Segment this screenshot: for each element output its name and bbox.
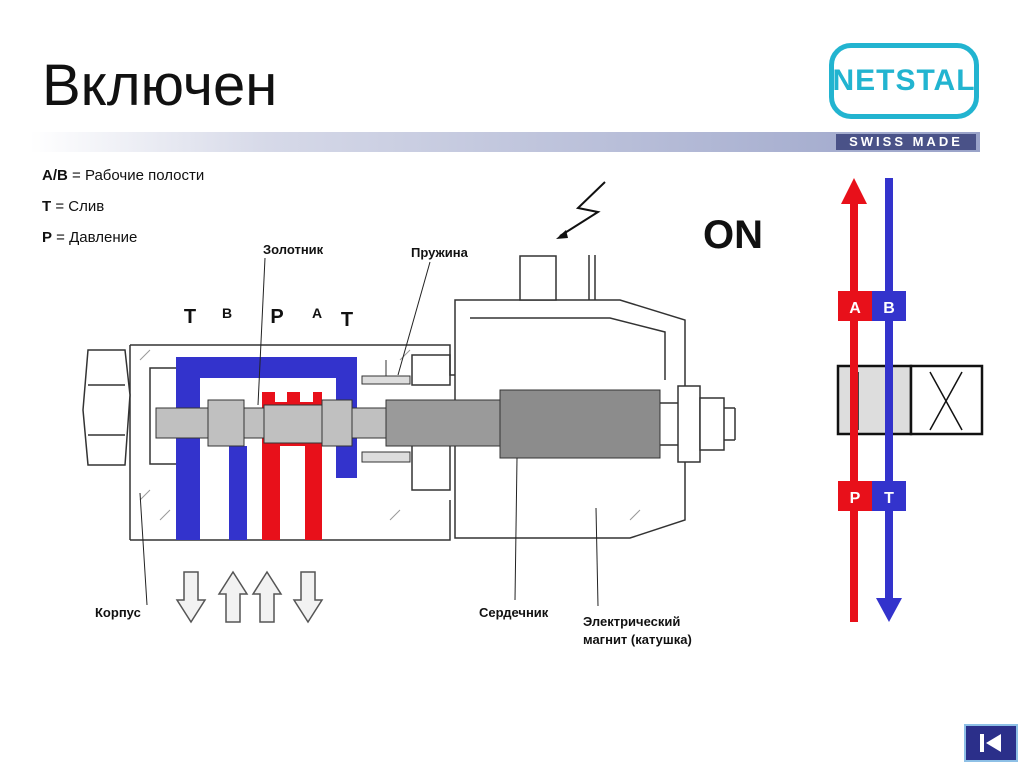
netstal-logo: NETSTAL [829, 43, 979, 119]
pressure-arrow-head [841, 178, 867, 204]
core [499, 389, 661, 459]
arrow-down-t-left [175, 571, 207, 624]
header-bar [30, 132, 980, 152]
brand-name: NETSTAL [832, 64, 976, 97]
spool [155, 399, 387, 447]
hydraulic-symbol: A B P T [836, 178, 984, 622]
port-box-p [838, 481, 872, 511]
legend-item-p: P = Давление [42, 229, 138, 246]
lightning-icon [559, 181, 606, 237]
legend-item-t: T = Слив [42, 198, 105, 215]
tank-channels [176, 357, 357, 540]
slide-title: Включен [42, 53, 278, 118]
arrow-down-t-right [292, 571, 324, 624]
plunger [385, 399, 507, 447]
state-label: ON [703, 213, 763, 257]
port-label-a: A [312, 305, 322, 321]
port-label-p: P [270, 306, 283, 328]
spring [361, 360, 411, 463]
label-core: Сердечник [479, 605, 549, 620]
label-coil-line2: магнит (катушка) [583, 632, 692, 647]
skip-back-icon [980, 734, 1001, 752]
legend-item-ab: A/B = Рабочие полости [42, 167, 205, 184]
port-label-t-left: T [184, 306, 196, 328]
symbol-label-p: P [850, 490, 861, 507]
leader-lines [139, 257, 599, 607]
label-spring: Пружина [411, 245, 468, 260]
port-box-a [838, 291, 872, 321]
nav-first-slide-button[interactable] [964, 724, 1018, 762]
label-coil-line1: Электрический [583, 614, 681, 629]
arrow-up-p [251, 570, 283, 623]
brand-tagline: SWISS MADE [836, 134, 976, 150]
port-label-b: B [222, 305, 232, 321]
hatching [139, 349, 641, 521]
port-box-t [872, 481, 906, 511]
symbol-label-a: A [849, 300, 861, 317]
symbol-label-b: B [883, 300, 895, 317]
label-body: Корпус [95, 605, 141, 620]
tank-arrow-head [876, 598, 902, 622]
port-arrows [175, 570, 324, 624]
legend: A/B = Рабочие полости T = Слив P = Давле… [42, 167, 204, 260]
arrow-up-b [217, 570, 249, 623]
label-spool: Золотник [263, 242, 324, 257]
port-label-t-right: T [341, 309, 353, 331]
port-box-b [872, 291, 906, 321]
symbol-label-t: T [884, 490, 894, 507]
symbol-square-left [836, 364, 913, 436]
